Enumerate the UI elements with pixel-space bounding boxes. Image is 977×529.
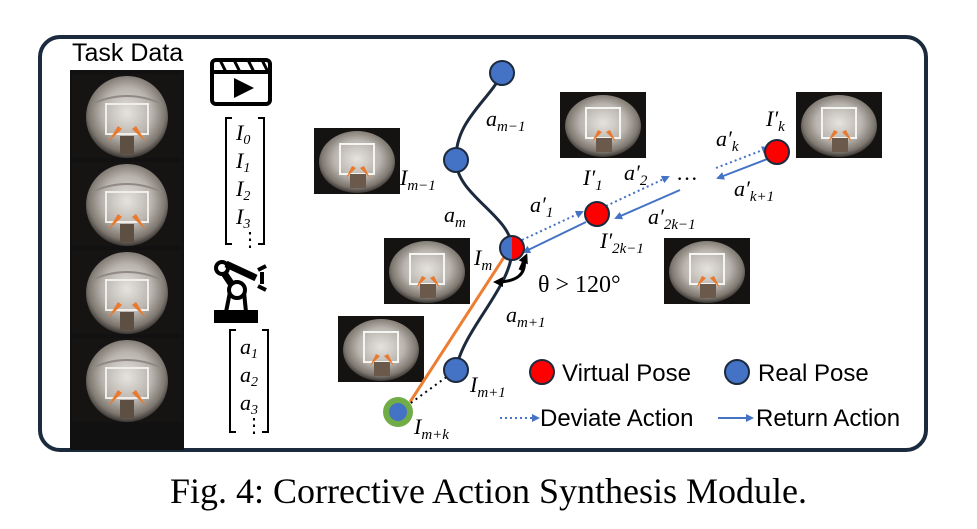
task-frame-image	[71, 249, 183, 335]
orange-direct-path	[408, 247, 512, 403]
image-seq-item: I	[235, 120, 245, 145]
pose-thumbnail	[337, 315, 425, 383]
real-pose-node-m-plus-k	[389, 403, 407, 421]
action-sequence-vector: a1 a2 a3 ⋮	[229, 329, 269, 437]
svg-text:I1: I1	[235, 148, 250, 176]
action-seq-item: a	[240, 362, 251, 387]
label-I-m+1: Im+1	[469, 372, 506, 401]
real-pose-node-m-plus-1	[443, 357, 469, 383]
image-seq-item: I	[235, 176, 245, 201]
figure-caption: Fig. 4: Corrective Action Synthesis Modu…	[170, 471, 807, 511]
task-frame-image	[71, 73, 183, 159]
angle-arc-head	[518, 253, 528, 271]
deviate-arrow-1	[521, 210, 584, 241]
legend-virtual-label: Virtual Pose	[562, 360, 691, 387]
return-arrow-k	[716, 157, 771, 180]
return-arrow-2	[614, 189, 681, 220]
svg-text:I2: I2	[235, 176, 250, 204]
legend-real-label: Real Pose	[758, 360, 869, 387]
label-a2p: a′2	[624, 160, 648, 189]
image-seq-item: I	[235, 148, 245, 173]
legend: Virtual Pose Real Pose Deviate Action Re…	[500, 359, 900, 432]
svg-text:a3: a3	[240, 390, 258, 418]
label-Ikp: I′k	[765, 106, 785, 135]
label-a-m-1: am−1	[486, 106, 525, 135]
pose-thumbnail	[663, 237, 751, 305]
task-data-strip	[70, 70, 184, 450]
action-seq-item: a	[240, 334, 251, 359]
label-I-m: Im	[473, 245, 492, 274]
label-I1p: I′1	[582, 165, 603, 194]
real-pose-node-m-minus-1	[443, 147, 469, 173]
task-data-title: Task Data	[72, 39, 184, 67]
label-I2k-1p: I′2k−1	[599, 228, 644, 257]
task-frame-image	[71, 161, 183, 247]
label-I-m+k: Im+k	[413, 414, 449, 443]
real-pose-node-m-minus-2	[489, 60, 515, 86]
ellipsis: ···	[676, 166, 698, 191]
image-seq-item: I	[235, 204, 245, 229]
virtual-pose-node-1	[584, 201, 610, 227]
video-clip-icon	[210, 58, 272, 106]
label-akp: a′k	[716, 126, 739, 155]
label-a-m: am	[444, 202, 466, 231]
pose-thumbnail	[383, 237, 471, 305]
legend-real-swatch	[724, 359, 750, 385]
action-seq-ellipsis: ⋮	[244, 415, 264, 437]
virtual-pose-node-k	[764, 139, 790, 165]
label-I-m-1: Im−1	[399, 165, 436, 194]
svg-text:I0: I0	[235, 120, 250, 148]
pose-thumbnail	[559, 91, 647, 159]
task-frame-image	[71, 337, 183, 423]
figure-frame	[38, 35, 928, 452]
legend-virtual-swatch	[529, 359, 555, 385]
real-trajectory	[454, 72, 514, 371]
angle-label: θ > 120°	[538, 272, 621, 298]
split-pose-node-m	[499, 235, 525, 261]
label-a1p: a′1	[530, 192, 553, 221]
deviate-arrow-k	[715, 146, 770, 169]
label-ak+1p: a′k+1	[734, 176, 774, 205]
label-a-m+1: am+1	[506, 302, 545, 331]
pose-thumbnail	[795, 91, 883, 159]
legend-deviate-label: Deviate Action	[540, 405, 693, 432]
svg-text:I3: I3	[235, 204, 250, 232]
label-a2k-1p: a′2k−1	[648, 204, 696, 233]
svg-text:a1: a1	[240, 334, 258, 362]
image-seq-ellipsis: ⋮	[240, 229, 260, 251]
return-arrow-1	[522, 221, 587, 253]
legend-return-label: Return Action	[756, 405, 900, 432]
svg-text:a2: a2	[240, 362, 258, 390]
image-sequence-vector: I0 I1 I2 I3 ⋮	[225, 117, 265, 251]
robot-arm-icon	[214, 260, 267, 323]
deviate-arrow-2	[605, 175, 670, 207]
action-seq-item: a	[240, 390, 251, 415]
pose-thumbnail	[313, 127, 401, 195]
